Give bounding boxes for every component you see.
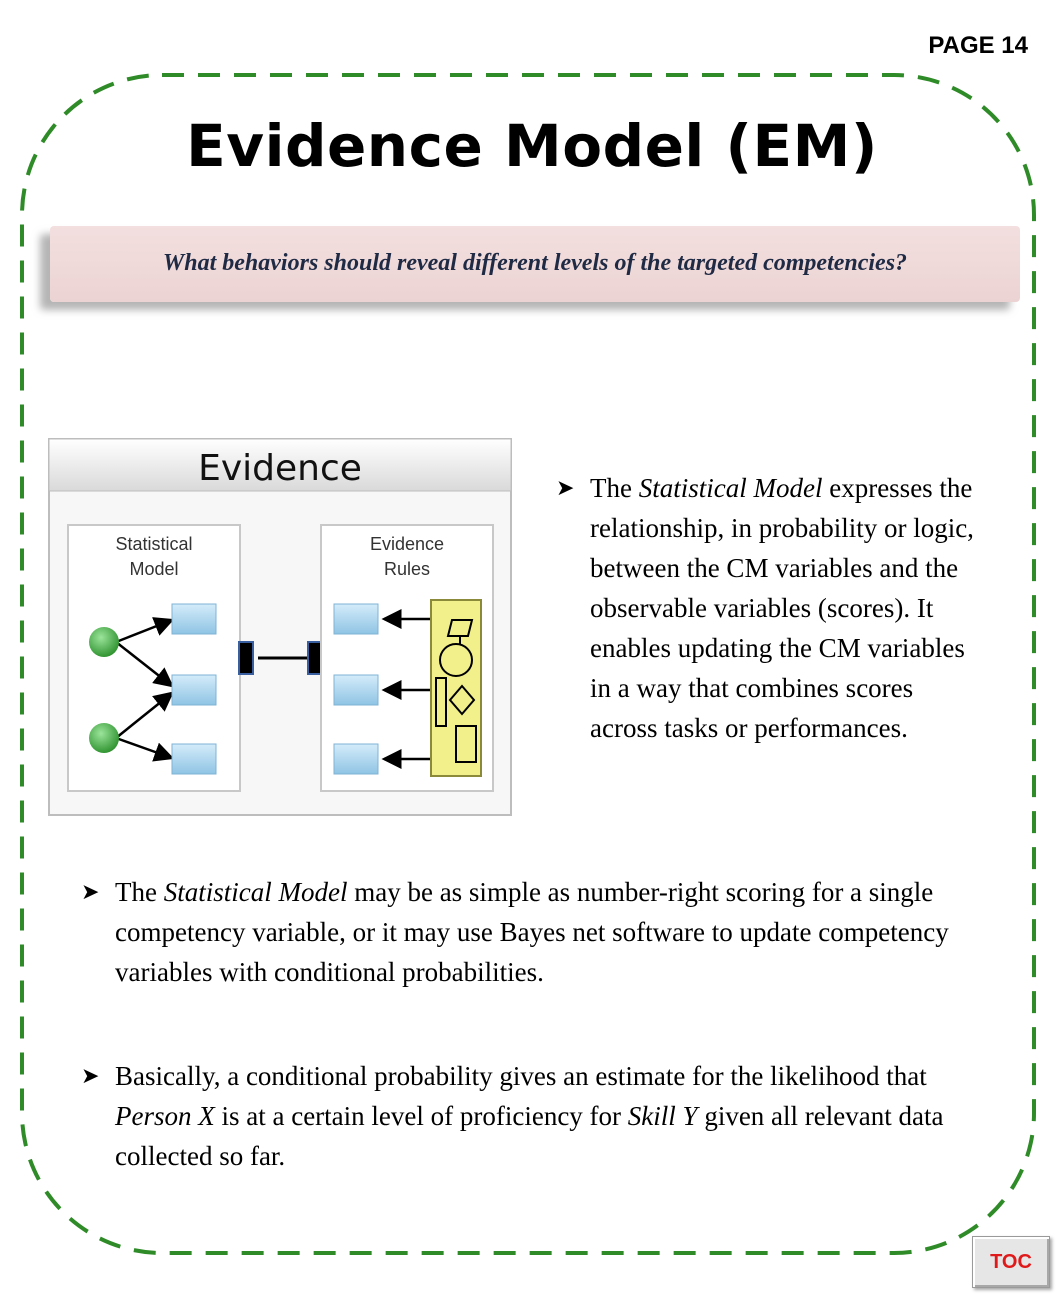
observable-box-icon [171, 603, 217, 635]
text-segment: may be as simple as number-right scoring… [115, 877, 949, 987]
text-segment-italic: Person X [115, 1101, 215, 1131]
text-segment: Basically, a conditional probability giv… [115, 1061, 927, 1091]
arrowhead-right-icon: ➤ [81, 879, 100, 904]
left-panel-line2: Model [129, 559, 178, 579]
arrowhead-right-icon: ➤ [81, 1063, 100, 1088]
observable-box-icon [171, 674, 217, 706]
statistical-model-panel: Statistical Model [67, 524, 241, 792]
question-banner: What behaviors should reveal different l… [50, 226, 1020, 302]
right-panel-line1: Evidence [370, 534, 444, 554]
bullet-item: ➤ Basically, a conditional probability g… [81, 1056, 975, 1176]
arrowhead-right-icon: ➤ [556, 475, 575, 500]
text-segment-italic: Skill Y [627, 1101, 698, 1131]
banner-question: What behaviors should reveal different l… [162, 250, 908, 276]
text-segment: The [590, 473, 639, 503]
toc-button[interactable]: TOC [972, 1236, 1050, 1288]
page-title: Evidence Model (EM) [186, 112, 878, 180]
text-segment-italic: Statistical Model [638, 473, 823, 503]
text-segment: expresses the relationship, in probabili… [590, 473, 974, 743]
evidence-diagram: Evidence Statistical Model Evidence Rule… [48, 438, 512, 816]
flowchart-rules-icon [430, 599, 482, 777]
left-panel-line1: Statistical [115, 534, 192, 554]
observable-box-icon [333, 674, 379, 706]
evidence-rules-panel: Evidence Rules [320, 524, 494, 792]
text-segment: is at a certain level of proficiency for [214, 1101, 628, 1131]
text-segment: given all relevant data collected so far… [115, 1101, 944, 1171]
right-panel-line2: Rules [384, 559, 430, 579]
page-number: PAGE 14 [928, 32, 1028, 59]
observable-box-icon [333, 603, 379, 635]
competency-node-icon [89, 627, 119, 657]
diagram-header: Evidence [198, 448, 362, 489]
observable-box-icon [171, 743, 217, 775]
text-segment-italic: Statistical Model [163, 877, 348, 907]
competency-node-icon [89, 723, 119, 753]
bullet-item: ➤ The Statistical Model may be as simple… [81, 872, 975, 992]
statistical-model-description: ➤ The Statistical Model expresses the re… [556, 468, 982, 748]
text-segment: The [115, 877, 164, 907]
panel-connector [238, 641, 323, 675]
observable-box-icon [333, 743, 379, 775]
